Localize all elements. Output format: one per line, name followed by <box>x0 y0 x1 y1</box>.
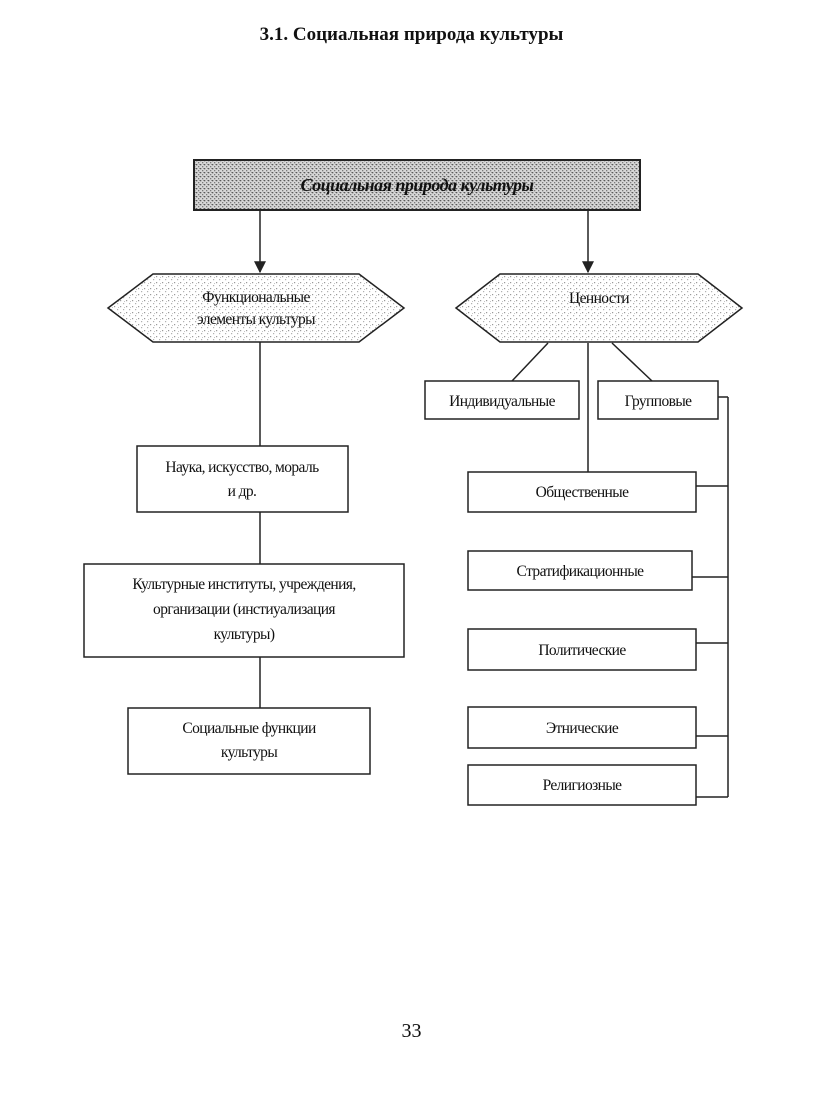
page-number: 33 <box>401 1020 422 1042</box>
individual-values-label: Индивидуальные <box>449 393 555 410</box>
left-item-3: Социальные функции культуры <box>127 707 371 775</box>
functional-elements-node: Функциональные элементы культуры <box>106 273 406 343</box>
page-heading: 3.1. Социальная природа культуры <box>259 24 564 45</box>
group-values-label: Групповые <box>625 393 693 410</box>
group-item-5: Религиозные <box>467 764 697 806</box>
group-item-2: Стратификационные <box>467 550 693 591</box>
group-item-4-label: Этнические <box>546 720 619 737</box>
root-label: Социальная природа культуры <box>301 175 534 195</box>
functional-elements-label-line1: Функциональные <box>202 289 310 306</box>
group-item-3-label: Политические <box>538 642 626 659</box>
left-item-3-line1: Социальные функции <box>182 720 316 737</box>
group-item-1-label: Общественные <box>536 484 629 501</box>
left-item-2-line3: культуры) <box>214 626 275 643</box>
connectors <box>254 210 729 798</box>
left-item-2-line2: организации (инстиуализация <box>153 601 335 618</box>
values-label: Ценности <box>569 290 629 307</box>
left-item-1-line1: Наука, искусство, мораль <box>165 459 319 476</box>
individual-values-node: Индивидуальные <box>424 380 580 420</box>
root-node: Социальная природа культуры <box>193 159 641 211</box>
left-item-2-line1: Культурные институты, учреждения, <box>132 576 355 593</box>
left-item-3-line2: культуры <box>221 744 278 761</box>
left-item-1-line2: и др. <box>228 483 257 500</box>
group-item-5-label: Религиозные <box>543 777 623 794</box>
group-item-4: Этнические <box>467 706 697 749</box>
values-node: Ценности <box>454 273 744 343</box>
functional-elements-label-line2: элементы культуры <box>197 311 316 328</box>
group-item-2-label: Стратификационные <box>517 563 645 580</box>
group-item-1: Общественные <box>467 471 697 513</box>
left-item-2: Культурные институты, учреждения, органи… <box>83 563 405 658</box>
group-item-3: Политические <box>467 628 697 671</box>
left-item-1: Наука, искусство, мораль и др. <box>136 445 349 513</box>
group-values-node: Групповые <box>597 380 719 420</box>
